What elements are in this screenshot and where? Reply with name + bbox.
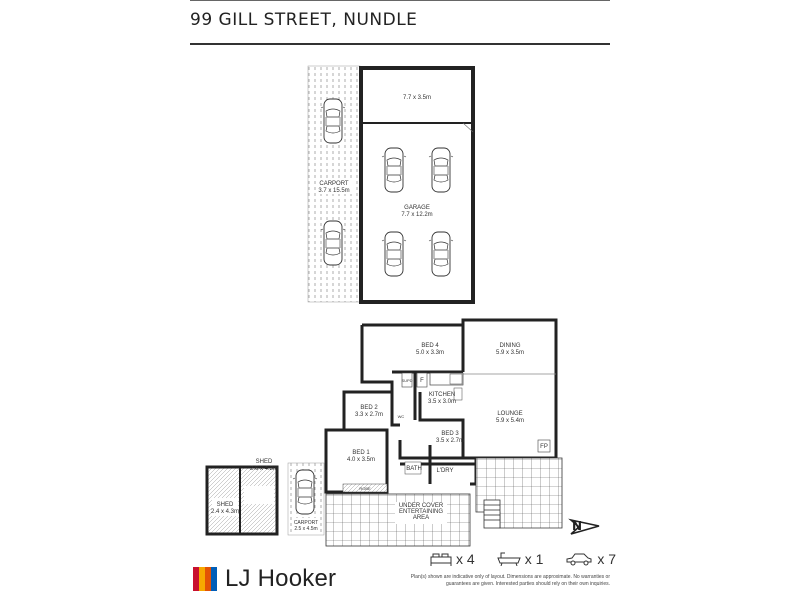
cars-count: x 7 (597, 551, 617, 567)
bed3-name: BED 3 (441, 431, 459, 437)
shed2-size: 2.4 x 4.3m (211, 509, 239, 515)
dining-size: 5.9 x 3.5m (496, 350, 524, 356)
car-icon (428, 231, 454, 277)
brand-name: LJ Hooker (225, 565, 337, 592)
supd-label: SUPD (401, 378, 412, 383)
storage-size: 7.7 x 3.5m (403, 95, 431, 101)
brand-logo: LJ Hooker (193, 565, 336, 593)
undercover-line3: AREA (413, 515, 429, 521)
carport2-name: CARPORT (294, 520, 318, 526)
title-underline (190, 43, 610, 45)
carport2-size: 2.5 x 4.5m (294, 526, 317, 532)
wc-label: WC (398, 414, 405, 419)
fridge-label: F (420, 378, 424, 384)
bath-label: BATH (406, 466, 422, 472)
car-icon (566, 553, 592, 566)
car-icon (381, 231, 407, 277)
car-icon (428, 147, 454, 193)
bed2-name: BED 2 (360, 405, 378, 411)
cars-stat: x 7 (565, 551, 616, 567)
bed2-size: 3.3 x 2.7m (355, 412, 383, 418)
fireplace-label: FP (540, 444, 548, 450)
undercover-line2: ENTERTAINING (399, 509, 443, 515)
kitchen-name: KITCHEN (429, 392, 455, 398)
carport-size: 3.7 x 15.5m (318, 188, 349, 194)
lounge-size: 5.9 x 5.4m (496, 418, 524, 424)
bed1-name: BED 1 (352, 450, 370, 456)
brand-flag-stripe (199, 567, 205, 591)
car-icon (292, 469, 318, 515)
bathrooms-count: x 1 (524, 551, 544, 567)
steps (483, 499, 501, 529)
bathrooms-stat: x 1 (496, 551, 544, 567)
bed1-size: 4.0 x 3.5m (347, 457, 375, 463)
bed3-size: 3.5 x 2.7m (436, 438, 464, 444)
garage-name: GARAGE (404, 205, 430, 211)
lounge-name: LOUNGE (497, 411, 522, 417)
bath-icon (496, 552, 521, 566)
car-icon (381, 147, 407, 193)
brand-flag-stripe (211, 567, 217, 591)
bedrooms-stat: x 4 (430, 551, 475, 567)
robe-label: ROBE (359, 486, 371, 491)
brand-flag-icon (193, 567, 217, 591)
kitchen-size: 3.5 x 3.0m (428, 399, 456, 405)
bed4-name: BED 4 (421, 343, 439, 349)
carport-name: CARPORT (319, 181, 349, 187)
bed-icon (430, 553, 452, 566)
svg-text:N: N (572, 519, 582, 533)
car-icon (320, 220, 346, 266)
laundry-label: L'DRY (436, 468, 453, 474)
shed1-size: 2.6 x 4.3m (250, 466, 278, 472)
disclaimer-text: Plan(s) shown are indicative only of lay… (410, 574, 610, 587)
brand-flag-stripe (205, 567, 211, 591)
undercover-line1: UNDER COVER (399, 503, 444, 509)
bed4-size: 5.0 x 3.3m (416, 350, 444, 356)
garage-walls (359, 66, 475, 304)
shed2-name: SHED (217, 502, 234, 508)
car-icon (320, 98, 346, 144)
compass-icon: N (568, 518, 600, 535)
dining-name: DINING (500, 343, 521, 349)
bedrooms-count: x 4 (456, 551, 475, 567)
page-title: 99 GILL STREET, NUNDLE (190, 10, 418, 30)
garage-size: 7.7 x 12.2m (401, 212, 432, 218)
property-stats: x 4 x 1 x 7 (430, 551, 616, 567)
top-rule (190, 0, 610, 1)
brand-flag-stripe (193, 567, 199, 591)
shed1-name: SHED (256, 459, 273, 465)
